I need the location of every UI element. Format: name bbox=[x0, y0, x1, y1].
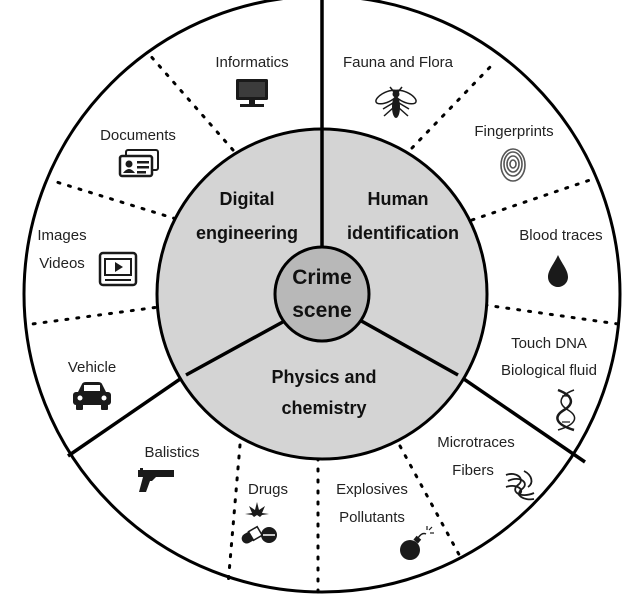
car-icon bbox=[73, 382, 111, 410]
fibers-icon bbox=[505, 470, 535, 501]
center-label-line1: Crime bbox=[292, 266, 352, 289]
sector-physics-line1: Physics and bbox=[271, 367, 376, 387]
blood-drop-icon bbox=[548, 255, 568, 287]
item-touch-dna-label: Touch DNA bbox=[511, 335, 587, 352]
separator bbox=[146, 51, 235, 152]
separator bbox=[23, 304, 168, 327]
divider-left bbox=[67, 373, 187, 458]
item-balistics-label: Balistics bbox=[144, 444, 199, 461]
pills-icon bbox=[241, 502, 277, 544]
item-explosives-label: Explosives bbox=[336, 481, 408, 498]
inner-divider-right bbox=[355, 316, 459, 377]
insect-icon bbox=[375, 86, 417, 118]
separator bbox=[226, 443, 242, 587]
dna-icon bbox=[556, 388, 576, 432]
bomb-icon bbox=[400, 526, 434, 560]
separator bbox=[48, 178, 188, 224]
separator bbox=[410, 63, 494, 150]
computer-icon bbox=[236, 79, 268, 107]
video-player-icon bbox=[98, 251, 138, 287]
item-drugs-label: Drugs bbox=[248, 481, 288, 498]
inner-divider-left bbox=[185, 316, 291, 377]
fingerprint-icon bbox=[500, 148, 526, 182]
divider-right bbox=[457, 373, 586, 464]
sector-dividers bbox=[67, 0, 586, 464]
center-circle bbox=[273, 245, 371, 343]
item-blood-traces-label: Blood traces bbox=[519, 227, 602, 244]
item-pollutants-label: Pollutants bbox=[339, 509, 405, 526]
item-images-label: Images bbox=[37, 227, 86, 244]
separator bbox=[470, 178, 592, 222]
item-microtraces-label: Microtraces bbox=[437, 434, 515, 451]
dotted-separators bbox=[23, 51, 627, 594]
inner-dividers bbox=[185, 130, 459, 377]
id-card-icon bbox=[118, 149, 159, 178]
item-documents-label: Documents bbox=[100, 127, 176, 144]
item-fauna-flora-label: Fauna and Flora bbox=[343, 54, 454, 71]
sector-human-line2: identification bbox=[347, 223, 459, 243]
sector-human-line1: Human bbox=[367, 189, 428, 209]
gun-icon bbox=[138, 468, 174, 492]
item-fingerprints-label: Fingerprints bbox=[474, 123, 553, 140]
item-fibers-label: Fibers bbox=[452, 462, 494, 479]
sector-digital-line1: Digital bbox=[219, 189, 274, 209]
separator bbox=[483, 303, 627, 327]
separator bbox=[398, 444, 464, 562]
item-videos-label: Videos bbox=[39, 255, 85, 272]
item-vehicle-label: Vehicle bbox=[68, 359, 116, 376]
item-informatics-label: Informatics bbox=[215, 54, 288, 71]
sector-physics-line2: chemistry bbox=[281, 398, 366, 418]
sector-digital-line2: engineering bbox=[196, 223, 298, 243]
item-biological-fluid-label: Biological fluid bbox=[501, 362, 597, 379]
center-label-line2: scene bbox=[292, 299, 352, 322]
